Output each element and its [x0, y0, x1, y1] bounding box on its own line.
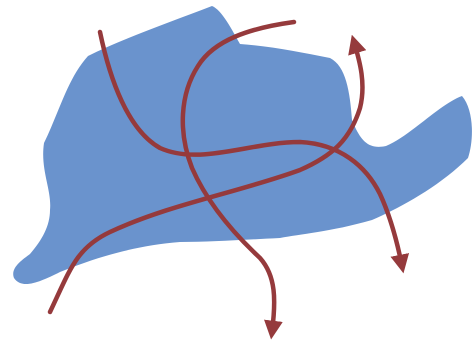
illustration-svg [0, 0, 472, 344]
illustration-canvas [0, 0, 472, 344]
